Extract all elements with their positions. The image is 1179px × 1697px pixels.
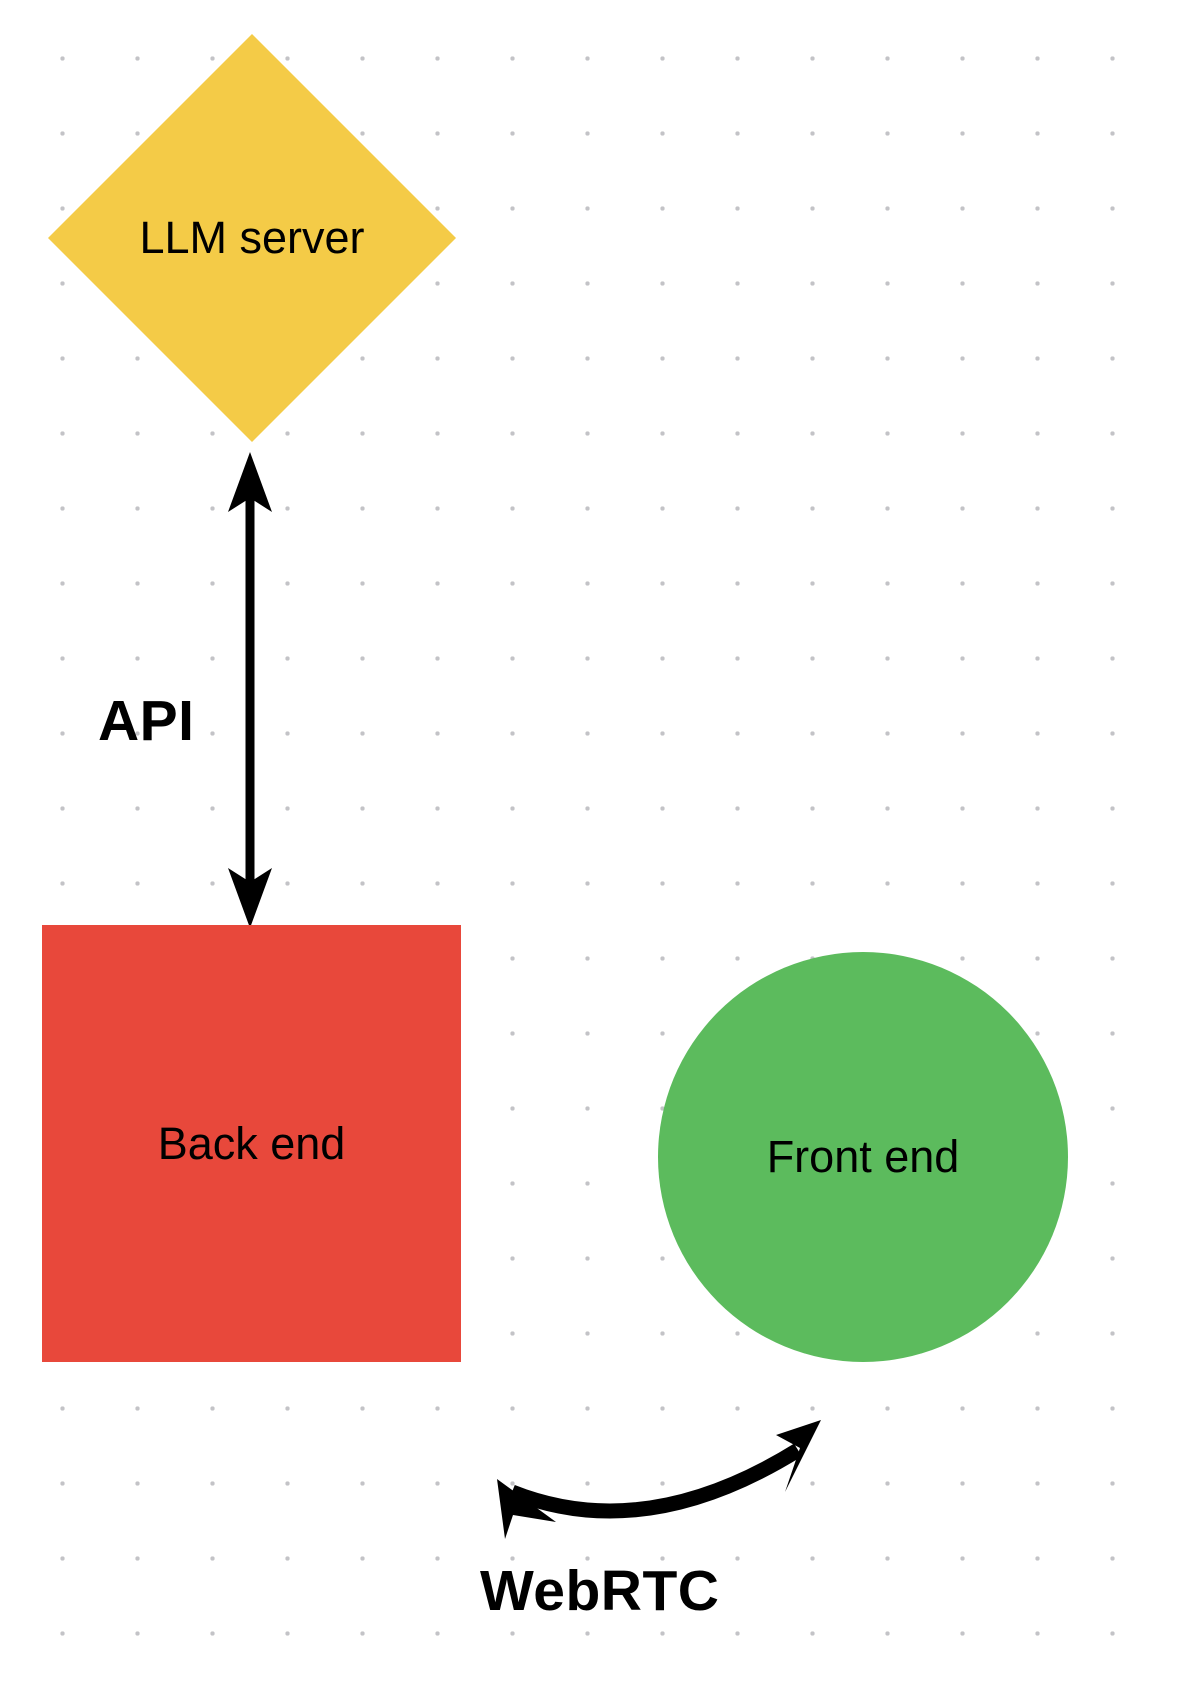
webrtc-arrowhead-right: [776, 1420, 821, 1492]
webrtc-connector-curve: [509, 1443, 802, 1519]
api-connector: [228, 452, 272, 928]
edge-label-api: API: [98, 689, 195, 753]
api-arrowhead-bottom: [228, 868, 272, 928]
webrtc-arrowhead-left: [497, 1479, 556, 1539]
edge-label-webrtc: WebRTC: [480, 1559, 720, 1623]
webrtc-connector: [497, 1420, 821, 1539]
node-llm-server[interactable]: [48, 34, 456, 442]
node-front-end[interactable]: [658, 952, 1068, 1362]
diamond-shape: [48, 34, 456, 442]
node-back-end[interactable]: [42, 925, 461, 1362]
api-arrowhead-top: [228, 452, 272, 512]
